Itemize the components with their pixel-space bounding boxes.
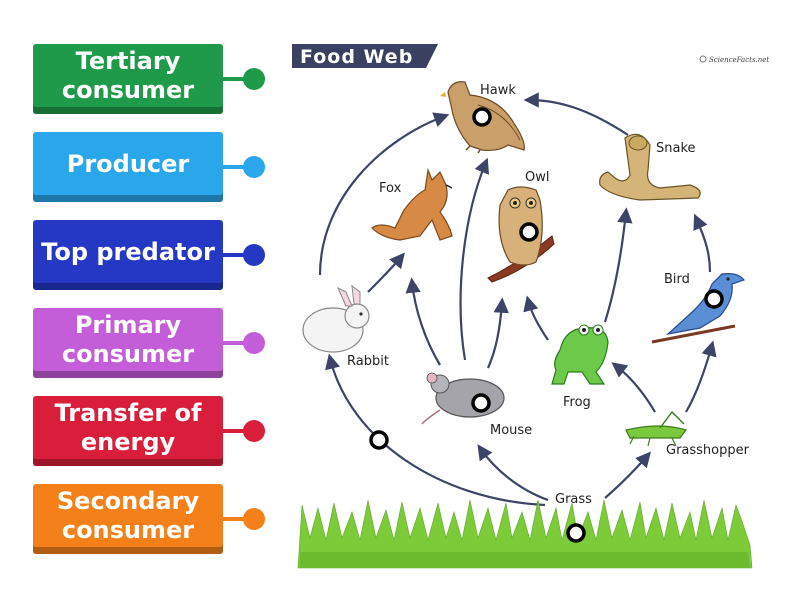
arrow-grass-mouse [477,444,549,502]
grass-illustration [297,499,753,569]
label-hawk: Hawk [480,83,516,98]
drop-target-arrow[interactable] [369,430,389,450]
diagram-title: Food Web [300,46,413,68]
drop-target-hawk[interactable] [472,107,492,127]
energy-arrows [318,92,717,507]
arrow-grass-grasshopper [604,451,652,499]
connector-stem [222,253,254,257]
connector-stem [222,517,254,521]
label-tile-secondary-consumer[interactable]: Secondary consumer [33,484,223,554]
connector-knob[interactable] [243,332,265,354]
label-fox: Fox [379,181,402,196]
arrow-snake-hawk [523,92,629,136]
drop-target-owl[interactable] [519,222,539,242]
arrow-bird-snake [693,213,712,273]
arrow-frog-snake [603,207,633,323]
label-tile-top-predator[interactable]: Top predator [33,220,223,290]
arrow-grasshopper-frog [611,362,656,413]
label-grass: Grass [555,492,592,507]
arrow-rabbit-fox [367,252,405,293]
label-bird: Bird [664,272,690,287]
label-tile-tertiary-consumer[interactable]: Tertiary consumer [33,44,223,114]
arrow-mouse-hawk [459,157,489,361]
owl-illustration [487,186,555,283]
connector-knob[interactable] [243,420,265,442]
label-mouse: Mouse [490,423,532,438]
drop-target-bird[interactable] [704,289,724,309]
arrow-frog-owl [523,295,549,341]
connector-stem [222,77,254,81]
connector-stem [222,429,254,433]
fox-illustration [371,167,453,241]
label-rabbit: Rabbit [347,354,389,369]
connector-stem [222,165,254,169]
arrow-mouse-fox [405,277,441,366]
drop-target-mouse[interactable] [471,393,491,413]
label-frog: Frog [563,395,591,410]
arrow-rabbit-hawk [318,112,450,276]
snake-illustration [599,133,701,201]
rabbit-illustration [302,284,370,353]
arrow-mouse-owl [486,297,509,369]
arrow-grass-rabbit [325,353,546,507]
label-grasshopper: Grasshopper [666,443,750,458]
arrow-grasshopper-bird [685,340,717,413]
label-tile-primary-consumer[interactable]: Primary consumer [33,308,223,378]
label-tile-transfer-of-energy[interactable]: Transfer of energy [33,396,223,466]
connector-knob[interactable] [243,156,265,178]
connector-knob[interactable] [243,244,265,266]
connector-stem [222,341,254,345]
title-banner [292,44,438,68]
label-snake: Snake [656,141,696,156]
label-owl: Owl [525,170,549,185]
svg-text:ScienceFacts.net: ScienceFacts.net [709,56,769,64]
connector-knob[interactable] [243,68,265,90]
label-tile-producer[interactable]: Producer [33,132,223,202]
mouse-illustration [421,372,505,425]
connector-knob[interactable] [243,508,265,530]
frog-illustration [551,324,609,385]
brand-logo: ScienceFacts.net [699,55,769,64]
grasshopper-illustration [625,410,687,447]
drop-target-grass[interactable] [566,523,586,543]
